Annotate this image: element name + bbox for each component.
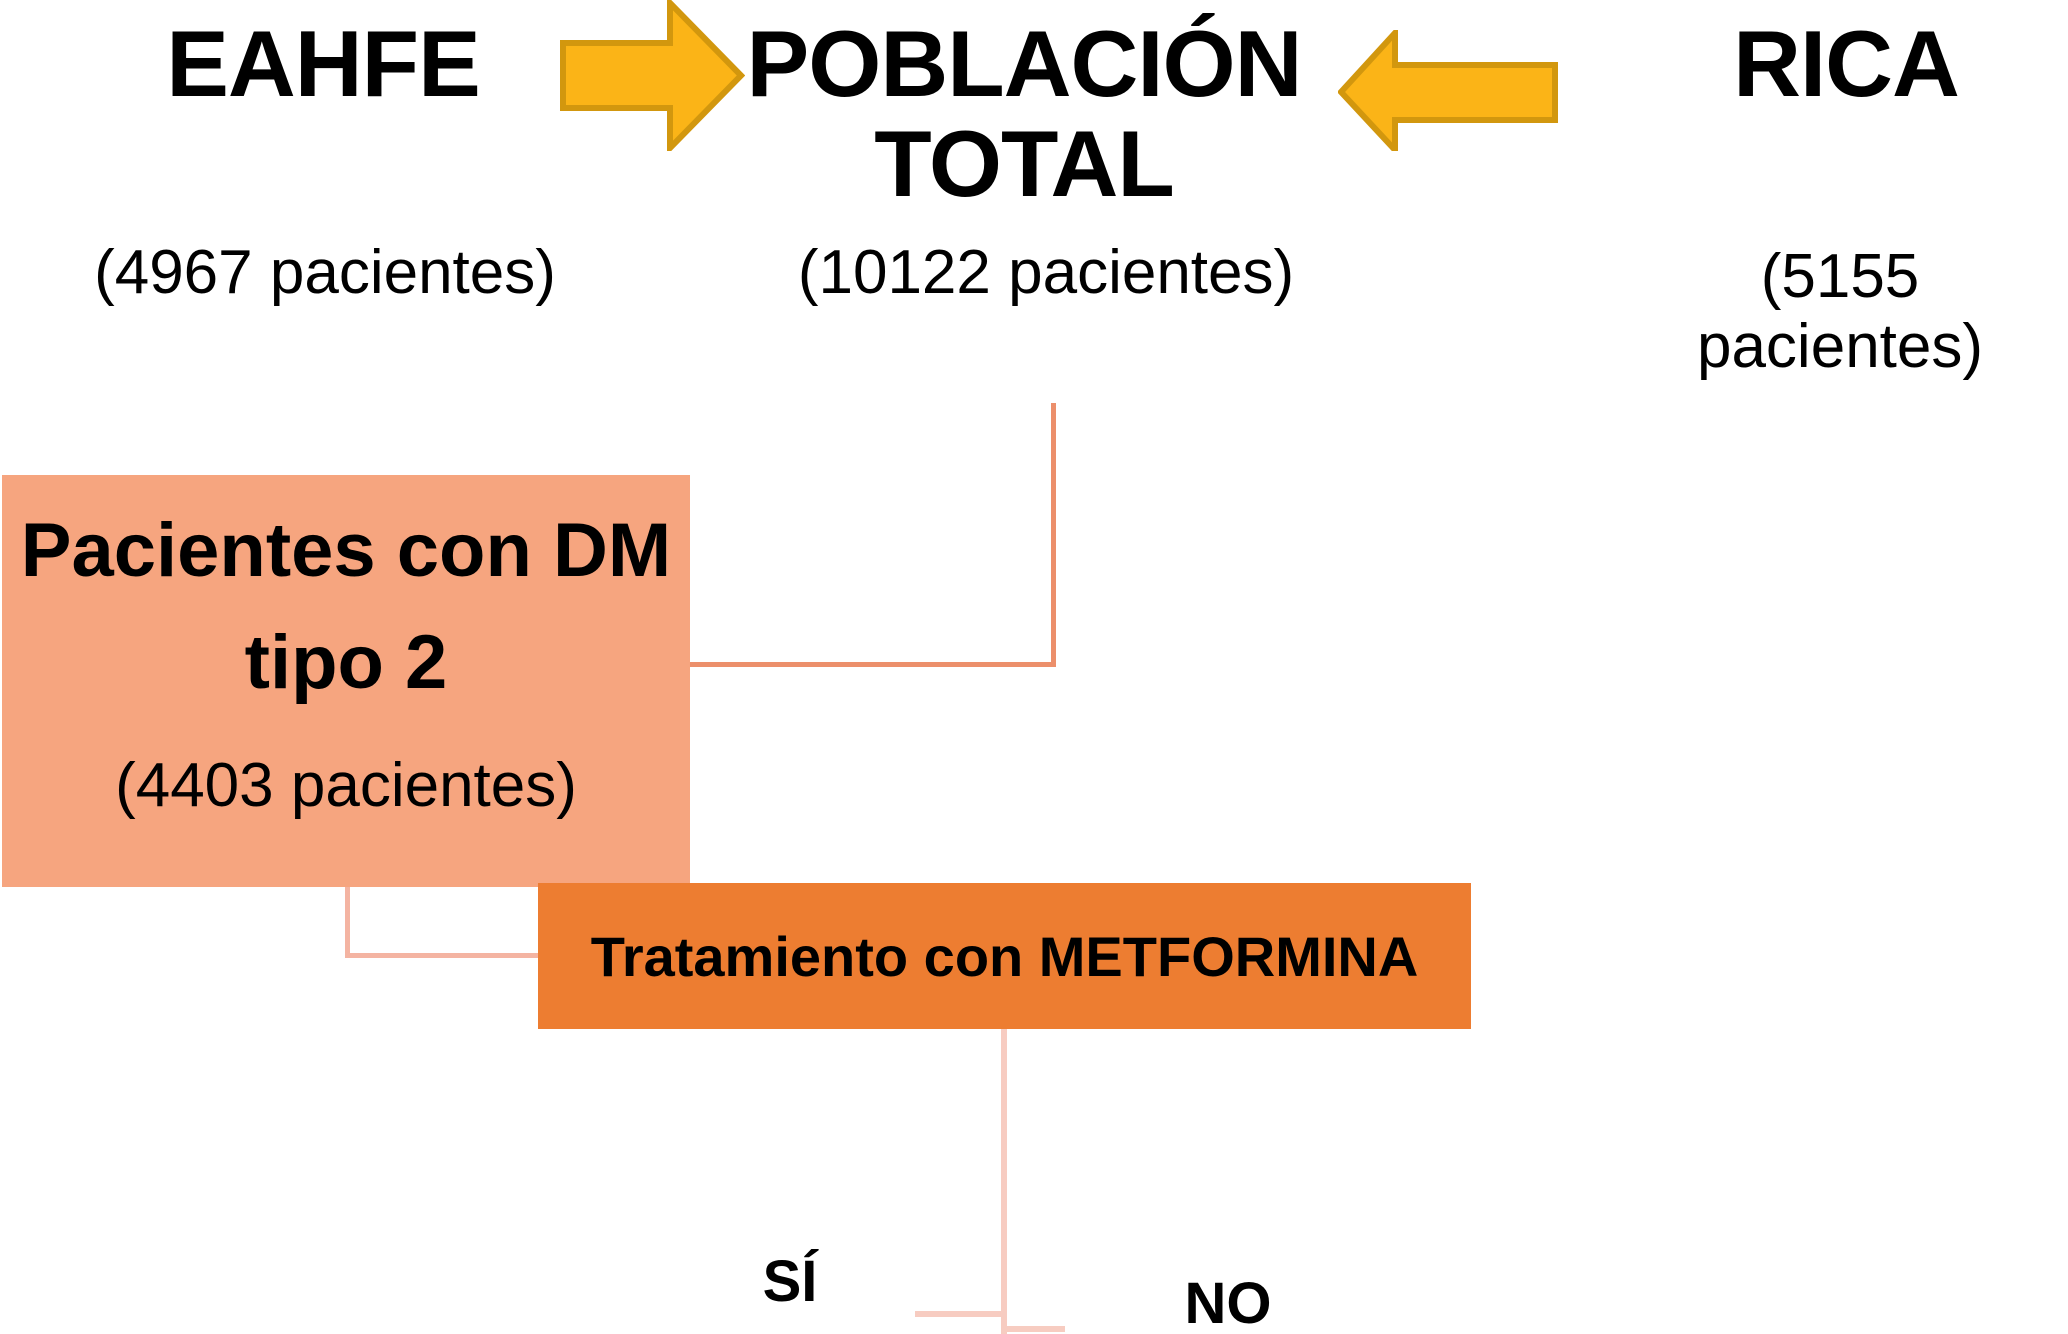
connector-dm-to-metformina-vertical	[345, 887, 350, 958]
dm-type2-box: Pacientes con DM tipo 2 (4403 pacientes)	[2, 475, 690, 887]
connector-total-to-dm-vertical	[1051, 403, 1056, 667]
total-population-title: POBLACIÓN TOTAL	[724, 14, 1324, 214]
eahfe-registry-title: EAHFE	[166, 11, 481, 116]
connector-split-right-branch	[1001, 1326, 1065, 1332]
metformina-treatment-box: Tratamiento con METFORMINA	[538, 883, 1471, 1029]
branch-label-yes: SÍ	[762, 1249, 818, 1314]
rica-patient-count: (5155 pacientes)	[1696, 242, 1984, 381]
rica-registry-title: RICA	[1733, 11, 1960, 116]
connector-split-left-branch	[915, 1311, 1007, 1317]
arrow-left-icon	[1338, 30, 1558, 151]
arrow-right-icon	[560, 0, 745, 151]
connector-total-to-dm-horizontal	[690, 662, 1056, 667]
total-population-title-line2: TOTAL	[874, 111, 1175, 216]
connector-split-vertical	[1001, 1029, 1007, 1334]
branch-label-no: NO	[1184, 1271, 1272, 1334]
dm-type2-title-line2: tipo 2	[244, 620, 448, 705]
eahfe-patient-count: (4967 pacientes)	[94, 238, 556, 307]
metformina-treatment-label: Tratamiento con METFORMINA	[590, 924, 1419, 988]
total-population-title-line1: POBLACIÓN	[746, 11, 1303, 116]
dm-type2-title-line1: Pacientes con DM	[20, 508, 672, 593]
connector-dm-to-metformina-horizontal	[345, 953, 538, 958]
total-population-count: (10122 pacientes)	[797, 238, 1295, 307]
dm-type2-box-title: Pacientes con DM tipo 2	[2, 495, 690, 719]
dm-type2-patient-count: (4403 pacientes)	[115, 751, 577, 820]
